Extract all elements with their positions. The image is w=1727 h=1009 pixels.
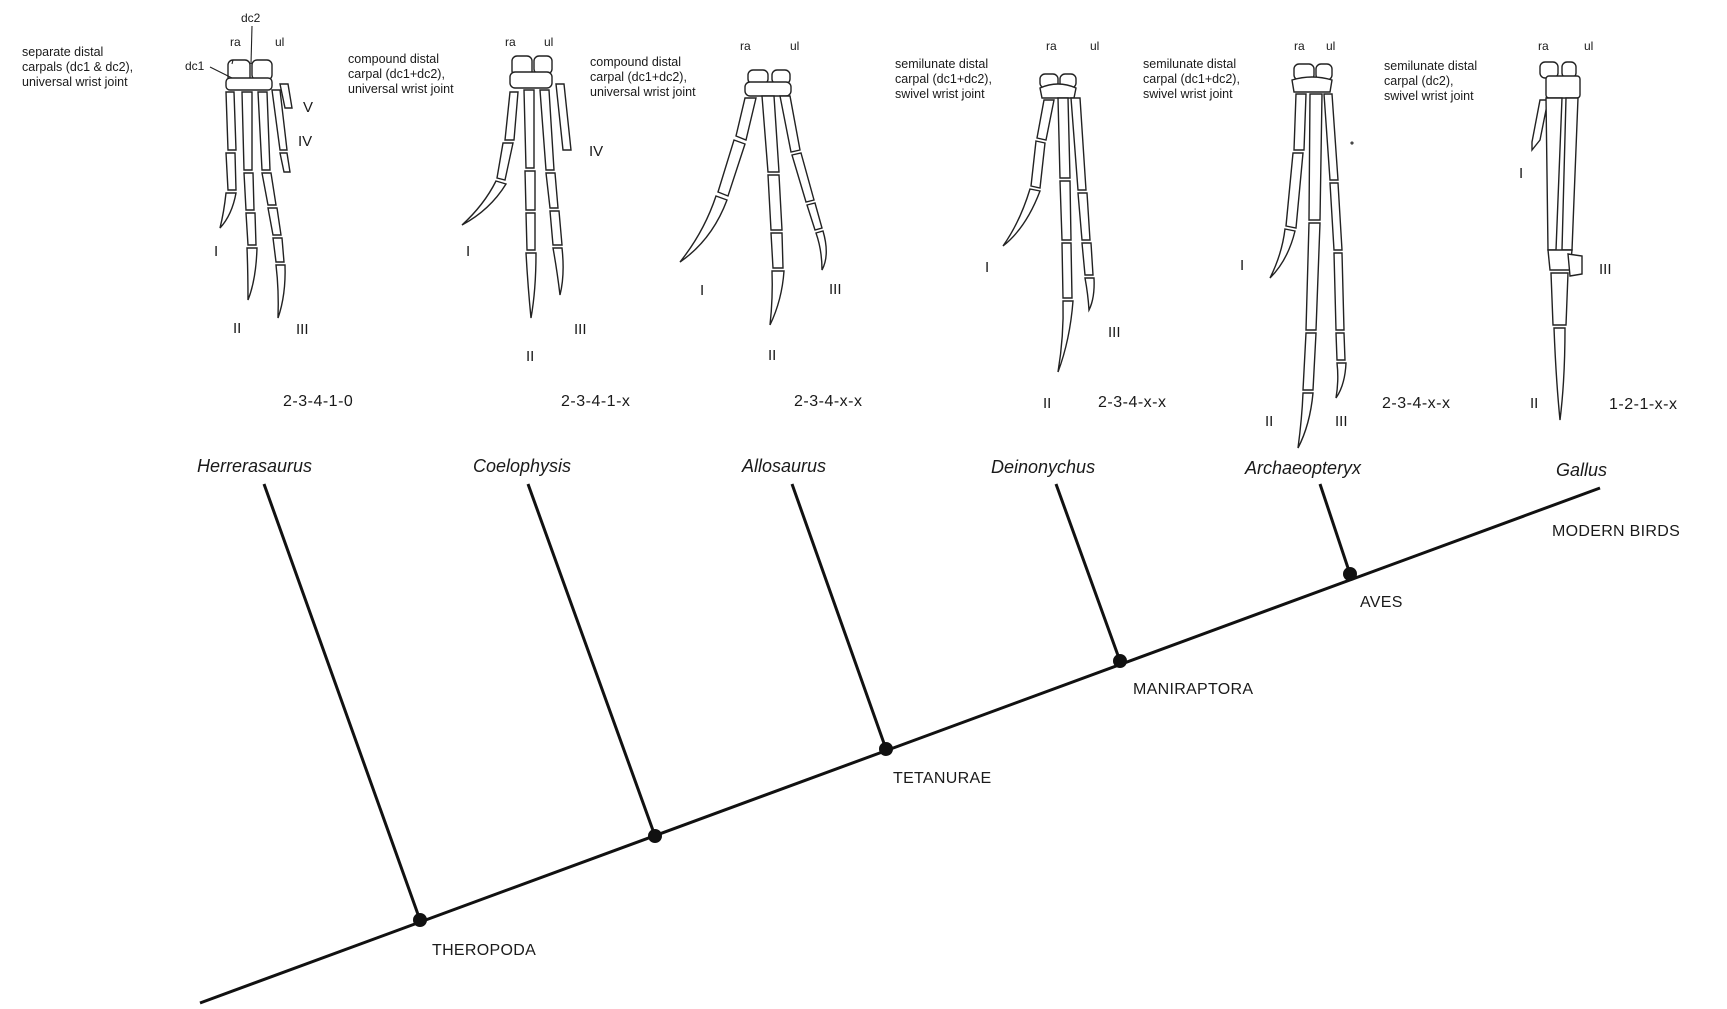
node-tetanurae [879, 742, 893, 756]
clade-label-modern-birds: MODERN BIRDS [1552, 523, 1680, 540]
hand-deinonychus [1003, 74, 1094, 372]
caption-herrerasaurus: separate distal carpals (dc1 & dc2), uni… [22, 45, 137, 89]
digit-label-herrerasaurus-3: III [296, 321, 309, 338]
caption-gallus: semilunate distal carpal (dc2), swivel w… [1384, 59, 1481, 103]
formula-herrerasaurus: 2-3-4-1-0 [283, 393, 353, 410]
digit-label-archaeopteryx-2: II [1265, 413, 1273, 430]
bone-label-ul-archaeopteryx: ul [1326, 39, 1335, 53]
taxon-name-allosaurus: Allosaurus [741, 456, 826, 476]
taxon-name-gallus: Gallus [1556, 460, 1607, 480]
formula-archaeopteryx: 2-3-4-x-x [1382, 395, 1451, 412]
node-theropoda [413, 913, 427, 927]
formula-deinonychus: 2-3-4-x-x [1098, 394, 1167, 411]
digit-label-archaeopteryx-3: III [1335, 413, 1348, 430]
bone-label-ul-deinonychus: ul [1090, 39, 1099, 53]
digit-label-archaeopteryx-1: I [1240, 257, 1244, 274]
bone-label-dc1: dc1 [185, 59, 205, 73]
node-tetanurae-base [648, 829, 662, 843]
digit-label-coelophysis-2: II [526, 348, 534, 365]
clade-label-tetanurae: TETANURAE [893, 770, 991, 787]
hand-gallus [1532, 62, 1582, 420]
bone-label-ul-herrerasaurus: ul [275, 35, 284, 49]
node-maniraptora [1113, 654, 1127, 668]
cladogram: THEROPODA TETANURAE MANIRAPTORA AVES MOD… [200, 484, 1680, 1003]
caption-coelophysis: compound distal carpal (dc1+dc2), univer… [348, 52, 454, 96]
bone-label-ra-herrerasaurus: ra [230, 35, 241, 49]
hand-herrerasaurus [220, 60, 292, 318]
clade-label-maniraptora: MANIRAPTORA [1133, 681, 1253, 698]
branch-archaeopteryx [1320, 484, 1350, 574]
bone-label-ul-allosaurus: ul [790, 39, 799, 53]
leader-dc2 [251, 26, 252, 64]
main-stem [200, 488, 1600, 1003]
phalangeal-formulas: 2-3-4-1-0 2-3-4-1-x 2-3-4-x-x 2-3-4-x-x … [283, 393, 1678, 413]
digit-label-allosaurus-3: III [829, 281, 842, 298]
digit-label-coelophysis-1: I [466, 243, 470, 260]
bone-label-ra-coelophysis: ra [505, 35, 516, 49]
taxon-names: Herrerasaurus Coelophysis Allosaurus Dei… [197, 456, 1607, 480]
formula-gallus: 1-2-1-x-x [1609, 396, 1678, 413]
digit-label-herrerasaurus-1: I [214, 243, 218, 260]
bone-label-ra-archaeopteryx: ra [1294, 39, 1305, 53]
digit-label-gallus-2: II [1530, 395, 1538, 412]
clade-label-theropoda: THEROPODA [432, 942, 536, 959]
bone-label-ra-gallus: ra [1538, 39, 1549, 53]
taxon-name-deinonychus: Deinonychus [991, 457, 1095, 477]
caption-allosaurus: compound distal carpal (dc1+dc2), univer… [590, 55, 696, 99]
formula-coelophysis: 2-3-4-1-x [561, 393, 630, 410]
digit-label-gallus-3: III [1599, 261, 1612, 278]
node-aves [1343, 567, 1357, 581]
digit-label-herrerasaurus-4: IV [298, 133, 312, 150]
digit-label-herrerasaurus-2: II [233, 320, 241, 337]
clade-label-aves: AVES [1360, 594, 1403, 611]
bone-label-ra-deinonychus: ra [1046, 39, 1057, 53]
branch-allosaurus [792, 484, 886, 749]
bone-label-ul-gallus: ul [1584, 39, 1593, 53]
bone-label-ul-coelophysis: ul [544, 35, 553, 49]
branch-herrerasaurus [264, 484, 420, 920]
caption-archaeopteryx: semilunate distal carpal (dc1+dc2), swiv… [1143, 57, 1243, 101]
branch-coelophysis [528, 484, 655, 836]
digit-label-gallus-1: I [1519, 165, 1523, 182]
taxon-name-coelophysis: Coelophysis [473, 456, 571, 476]
bone-label-ra-allosaurus: ra [740, 39, 751, 53]
branch-deinonychus [1056, 484, 1120, 661]
digit-label-allosaurus-2: II [768, 347, 776, 364]
hand-archaeopteryx [1270, 64, 1353, 448]
digit-label-coelophysis-3: III [574, 321, 587, 338]
digit-label-allosaurus-1: I [700, 282, 704, 299]
digit-label-coelophysis-4: IV [589, 143, 603, 160]
digit-label-deinonychus-1: I [985, 259, 989, 276]
digit-label-deinonychus-3: III [1108, 324, 1121, 341]
taxon-name-herrerasaurus: Herrerasaurus [197, 456, 312, 476]
caption-deinonychus: semilunate distal carpal (dc1+dc2), swiv… [895, 57, 995, 101]
digit-label-deinonychus-2: II [1043, 395, 1051, 412]
formula-allosaurus: 2-3-4-x-x [794, 393, 863, 410]
hand-coelophysis [462, 56, 571, 318]
bone-label-dc2: dc2 [241, 11, 261, 25]
digit-label-herrerasaurus-5: V [303, 99, 313, 116]
taxon-name-archaeopteryx: Archaeopteryx [1244, 458, 1362, 478]
